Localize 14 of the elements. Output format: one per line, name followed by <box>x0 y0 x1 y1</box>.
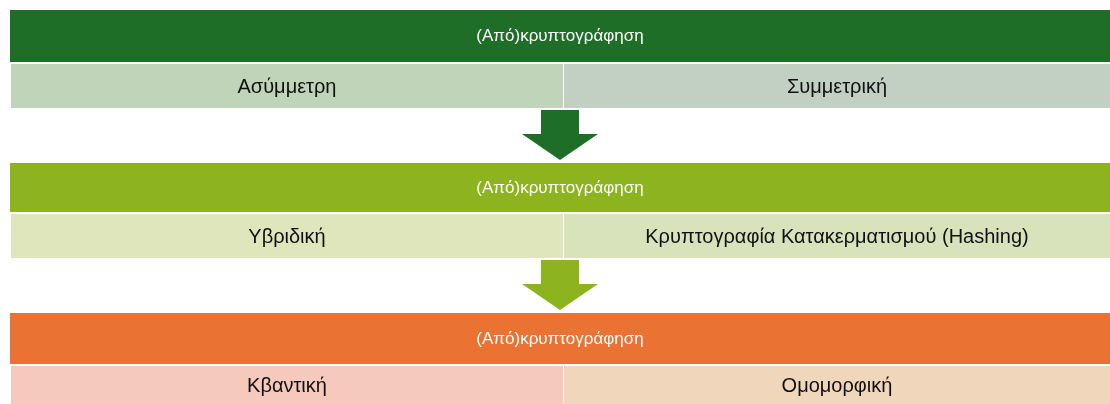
down-arrow <box>522 110 598 160</box>
category-cell: Κρυπτογραφία Κατακερματισμού (Hashing) <box>563 212 1110 258</box>
category-cell: Ασύμμετρη <box>10 62 563 108</box>
category-cell: Συμμετρική <box>563 62 1110 108</box>
down-arrow <box>522 260 598 310</box>
band-title: (Από)κρυπτογράφηση <box>476 328 644 349</box>
category-cell: Υβριδική <box>10 212 563 258</box>
section-band <box>10 10 1110 108</box>
band-title: (Από)κρυπτογράφηση <box>476 26 644 46</box>
section-band <box>10 313 1110 404</box>
category-cell: Ομομορφική <box>563 364 1110 404</box>
category-cell: Κβαντική <box>10 364 563 404</box>
section-band <box>10 163 1110 258</box>
band-title: (Από)κρυπτογράφηση <box>476 177 644 198</box>
